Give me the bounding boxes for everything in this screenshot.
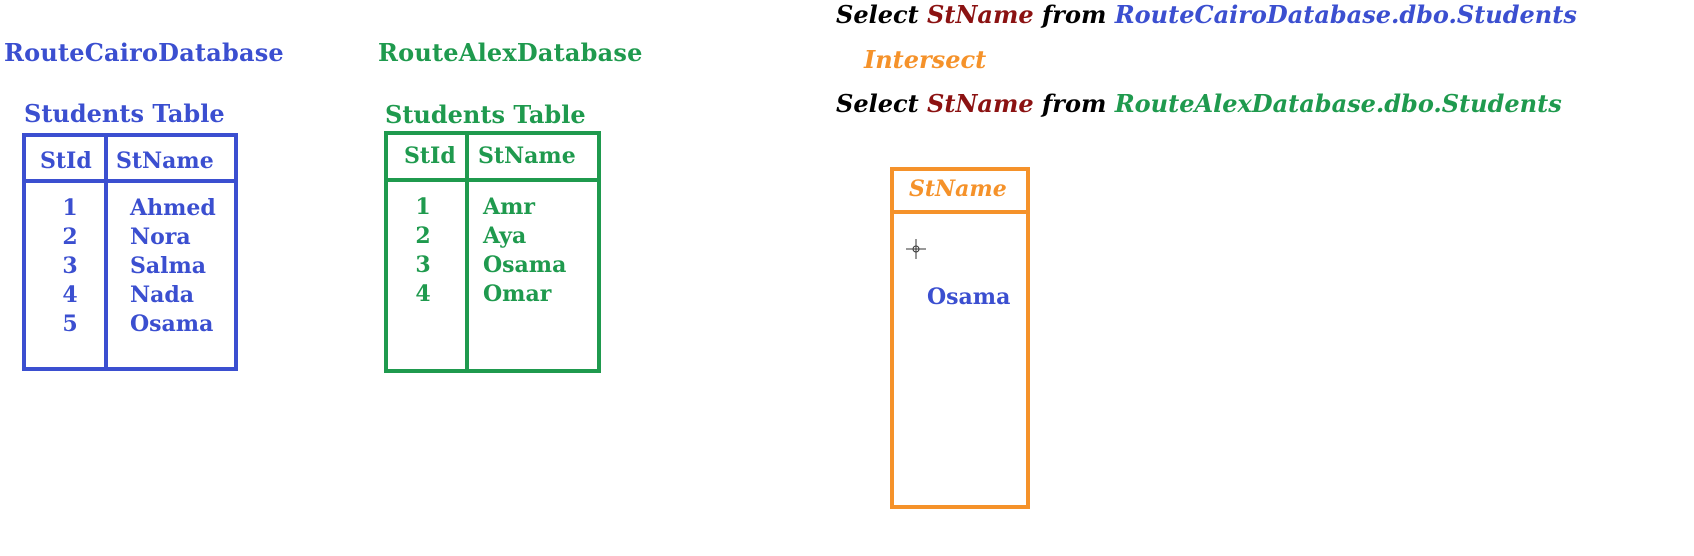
alex-cell-id: 4: [415, 281, 431, 307]
cairo-cell-name: Osama: [130, 311, 214, 337]
cairo-cell-id: 2: [62, 224, 78, 250]
alex-cell-name: Aya: [483, 223, 527, 249]
cairo-cell-name: Nora: [130, 224, 191, 250]
from-keyword: from: [1041, 89, 1107, 118]
alex-db-title: RouteAlexDatabase: [378, 38, 643, 67]
alex-header-stname: StName: [478, 143, 576, 169]
alex-cell-name: Omar: [483, 281, 552, 307]
alex-table-title: Students Table: [385, 100, 586, 129]
cairo-db-title: RouteCairoDatabase: [4, 38, 284, 67]
cairo-table-border: [22, 133, 238, 371]
cairo-cell-name: Ahmed: [130, 195, 216, 221]
cairo-cell-id: 1: [62, 195, 78, 221]
result-header-divider: [890, 210, 1030, 214]
alex-cell-name: Amr: [483, 194, 535, 220]
alex-cell-id: 2: [415, 223, 431, 249]
cairo-table-reference: RouteCairoDatabase.dbo.Students: [1114, 0, 1577, 29]
column-name: StName: [927, 89, 1034, 118]
crosshair-cursor-icon: [906, 239, 926, 259]
select-keyword: Select: [836, 89, 919, 118]
cairo-header-divider: [22, 179, 238, 183]
alex-header-divider: [384, 178, 601, 182]
query-line-1: Select StName from RouteCairoDatabase.db…: [836, 0, 1577, 29]
cairo-cell-name: Nada: [130, 282, 195, 308]
cairo-header-stname: StName: [116, 148, 214, 174]
alex-cell-id: 1: [415, 194, 431, 220]
result-header-stname: StName: [909, 176, 1007, 202]
alex-cell-name: Osama: [483, 252, 567, 278]
cairo-table-title: Students Table: [24, 99, 225, 128]
alex-table-reference: RouteAlexDatabase.dbo.Students: [1114, 89, 1562, 118]
alex-cell-id: 3: [415, 252, 431, 278]
cairo-cell-id: 5: [62, 311, 78, 337]
cairo-cell-id: 3: [62, 253, 78, 279]
cairo-column-divider: [104, 133, 108, 371]
result-cell-name: Osama: [927, 284, 1011, 310]
from-keyword: from: [1041, 0, 1107, 29]
intersect-operator: Intersect: [864, 45, 987, 74]
column-name: StName: [927, 0, 1034, 29]
alex-table-border: [384, 131, 601, 373]
alex-column-divider: [465, 131, 469, 373]
cairo-cell-id: 4: [62, 282, 78, 308]
result-table-border: [890, 167, 1030, 509]
alex-header-stid: StId: [404, 143, 456, 169]
query-line-2: Select StName from RouteAlexDatabase.dbo…: [836, 89, 1562, 118]
cairo-header-stid: StId: [40, 148, 92, 174]
select-keyword: Select: [836, 0, 919, 29]
cairo-cell-name: Salma: [130, 253, 207, 279]
